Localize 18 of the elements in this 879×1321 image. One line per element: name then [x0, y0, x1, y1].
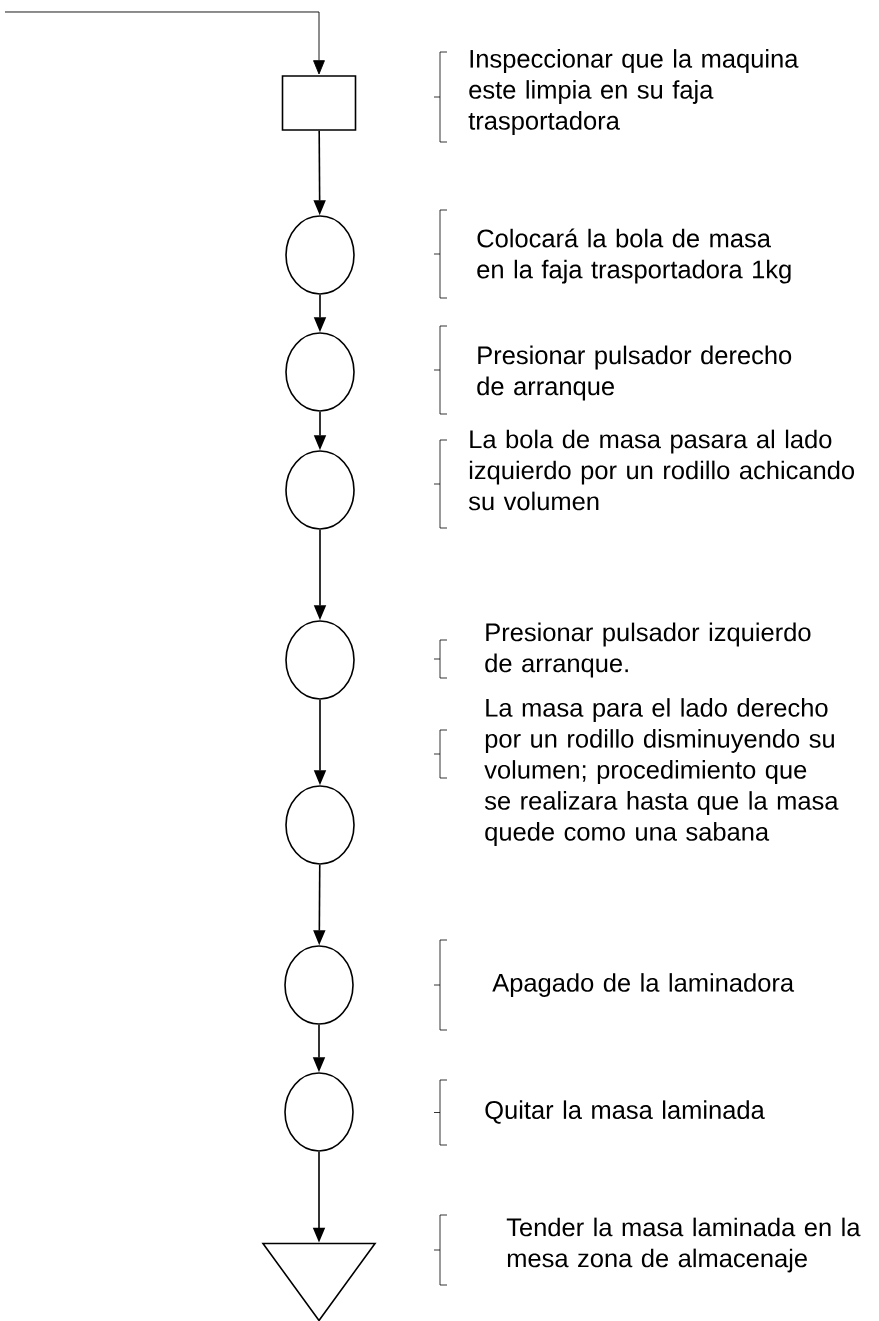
operation-circle — [285, 332, 355, 412]
step-description: Apagado de la laminadora — [492, 973, 795, 997]
step-description: Presionar pulsador izquierdo de arranque. — [485, 622, 811, 678]
operation-circle — [284, 1072, 354, 1152]
step-description: Quitar la masa laminada — [485, 1100, 765, 1124]
arrow — [4, 11, 325, 75]
operation-box — [281, 75, 357, 131]
step-description: La masa para el lado derecho por un rodillo disminuyendo su volumen; procedimiento que se realizara hasta que la masa quede como una sabana — [484, 698, 839, 846]
operation-circle — [285, 215, 355, 295]
operation-circle — [284, 945, 354, 1025]
operation-circle — [285, 450, 355, 530]
step-description: Tender la masa laminada en la mesa zona de almacenaje — [506, 1217, 861, 1273]
step-description: Colocará la bola de masa en la faja trasportadora 1kg — [477, 228, 791, 284]
operation-circle — [285, 785, 355, 865]
operation-circle — [285, 620, 355, 700]
step-description: La bola de masa pasara al lado izquierdo por un rodillo achicando su volumen — [468, 429, 854, 511]
step-description: Presionar pulsador derecho de arranque — [477, 345, 792, 401]
step-description: Inspeccionar que la maquina este limpia en su faja trasportadora — [468, 49, 799, 135]
